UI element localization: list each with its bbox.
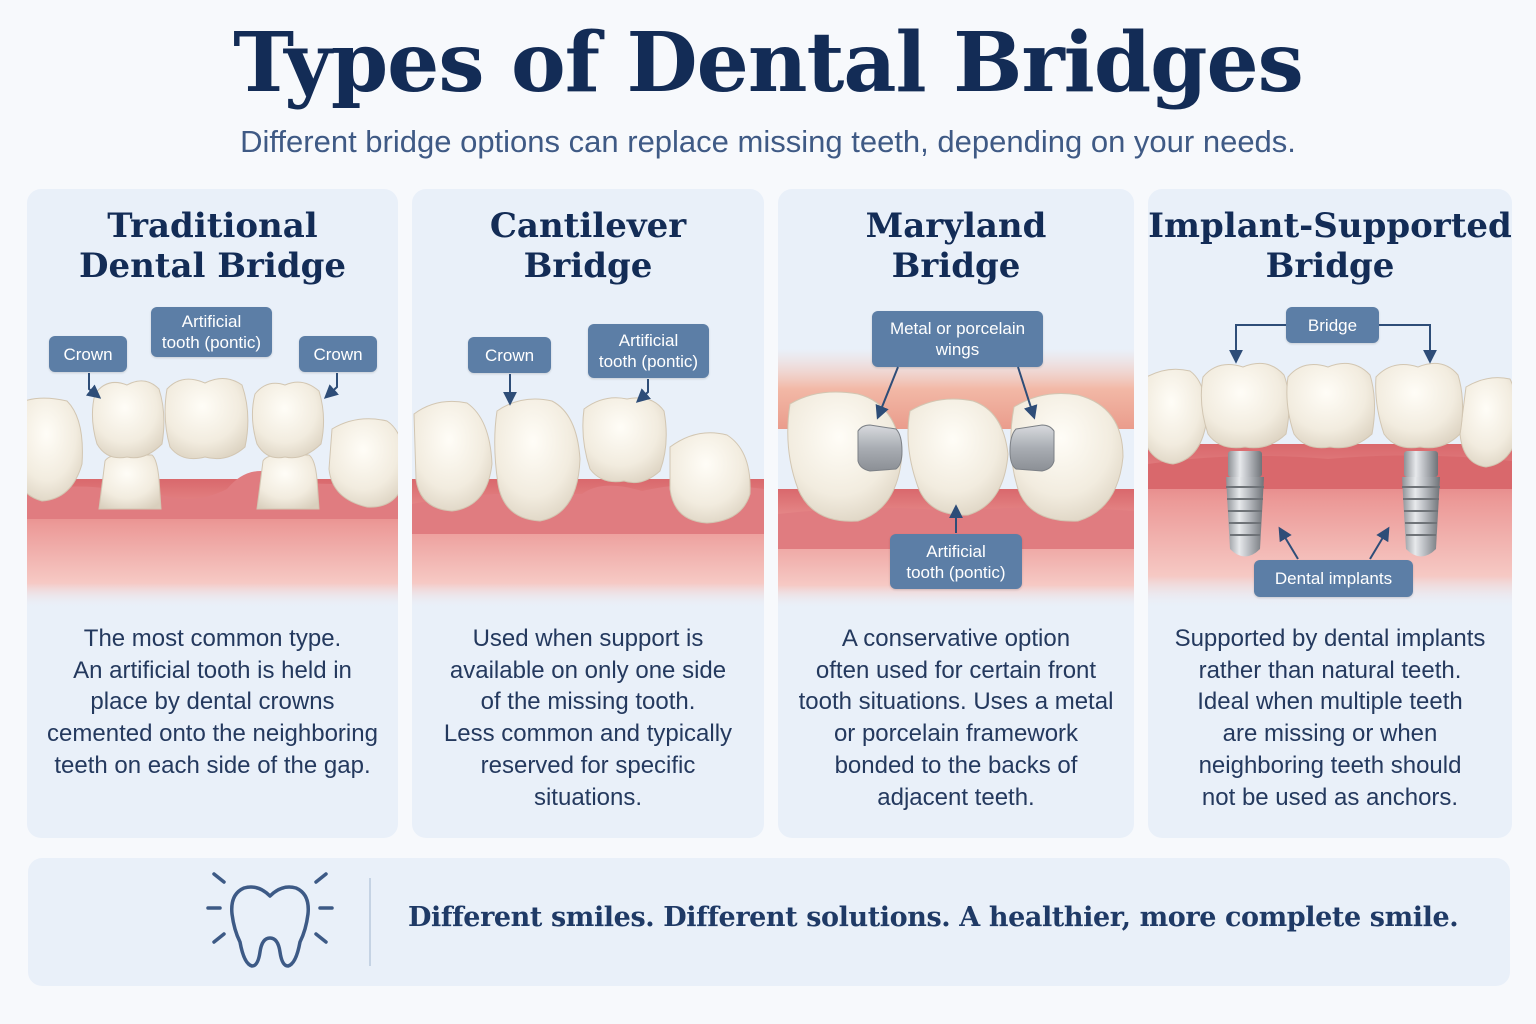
page-subtitle: Different bridge options can replace mis… [240,124,1296,159]
callout-artificial-tooth: Artificial tooth (pontic) [151,307,272,357]
card-cantilever-bridge: Cantilever Bridge Crown Artificial tooth… [412,189,764,838]
card-title: Cantilever Bridge [489,206,687,286]
footer-divider [369,878,371,966]
cantilever-bridge-illustration [412,397,764,609]
footer-banner: Different smiles. Different solutions. A… [28,858,1510,986]
callout-wings: Metal or porcelain wings [872,311,1043,367]
callout-artificial-tooth: Artificial tooth (pontic) [588,324,709,378]
card-description: The most common type. An artificial toot… [47,625,378,779]
card-maryland-bridge: Maryland Bridge Metal or porcelain wings… [778,189,1134,838]
traditional-bridge-illustration [27,378,398,609]
footer-tagline: Different smiles. Different solutions. A… [408,902,1459,933]
callout-crown-left: Crown [49,336,127,372]
card-title: Traditional Dental Bridge [78,206,347,286]
card-implant-supported-bridge: Implant-Supported Bridge Bridge Dental i… [1148,189,1512,838]
card-description: A conservative option often used for cer… [798,625,1114,811]
callout-crown-right: Crown [299,336,377,372]
implant-bridge-illustration [1148,362,1512,609]
callout-artificial-tooth: Artificial tooth (pontic) [890,534,1022,589]
card-title: Maryland Bridge [865,206,1047,286]
callout-bridge: Bridge [1286,307,1379,343]
card-description: Used when support is available on only o… [443,625,733,811]
page-title: Types of Dental Bridges [233,15,1304,111]
card-description: Supported by dental implants rather than… [1174,625,1486,811]
callout-crown: Crown [468,337,551,373]
tooth-icon [206,872,334,968]
card-title: Implant-Supported Bridge [1148,206,1512,286]
implant-right [1402,451,1440,557]
card-traditional-bridge: Traditional Dental Bridge Crown Artifici… [27,189,398,838]
callout-dental-implants: Dental implants [1254,560,1413,597]
implant-left [1226,451,1264,557]
